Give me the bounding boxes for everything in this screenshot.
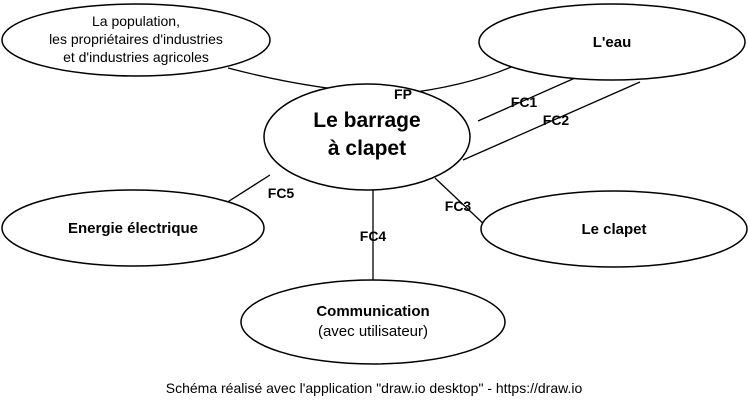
communication-title: Communication [316, 303, 429, 320]
function-label-fc2: FC2 [543, 112, 570, 128]
population-label-line2: les propriétaires d'industries [49, 31, 223, 47]
function-label-fp: FP [394, 86, 412, 102]
population-label-line3: et d'industries agricoles [63, 49, 209, 65]
eau-node [478, 3, 746, 81]
connector-fc3 [434, 177, 489, 229]
communication-node [240, 279, 506, 365]
function-label-fc5: FC5 [268, 185, 295, 201]
central-label-line2: à clapet [328, 137, 406, 160]
connector-fc1 [477, 77, 576, 122]
eau-label: L'eau [593, 34, 632, 51]
connector-fc2 [462, 81, 641, 161]
function-label-fc3: FC3 [445, 198, 472, 214]
energie-label: Energie électrique [68, 220, 198, 237]
function-label-fc1: FC1 [511, 94, 538, 110]
clapet-node [480, 190, 748, 268]
communication-subtitle: (avec utilisateur) [318, 323, 428, 340]
clapet-label: Le clapet [581, 221, 646, 238]
function-label-fc4: FC4 [360, 228, 387, 244]
energie-node [1, 189, 265, 267]
footer-credit: Schéma réalisé avec l'application "draw.… [166, 380, 583, 396]
population-label-line1: La population, [92, 13, 180, 29]
central-node [263, 83, 471, 191]
population-node [1, 3, 271, 77]
central-label-line1: Le barrage [313, 109, 420, 132]
